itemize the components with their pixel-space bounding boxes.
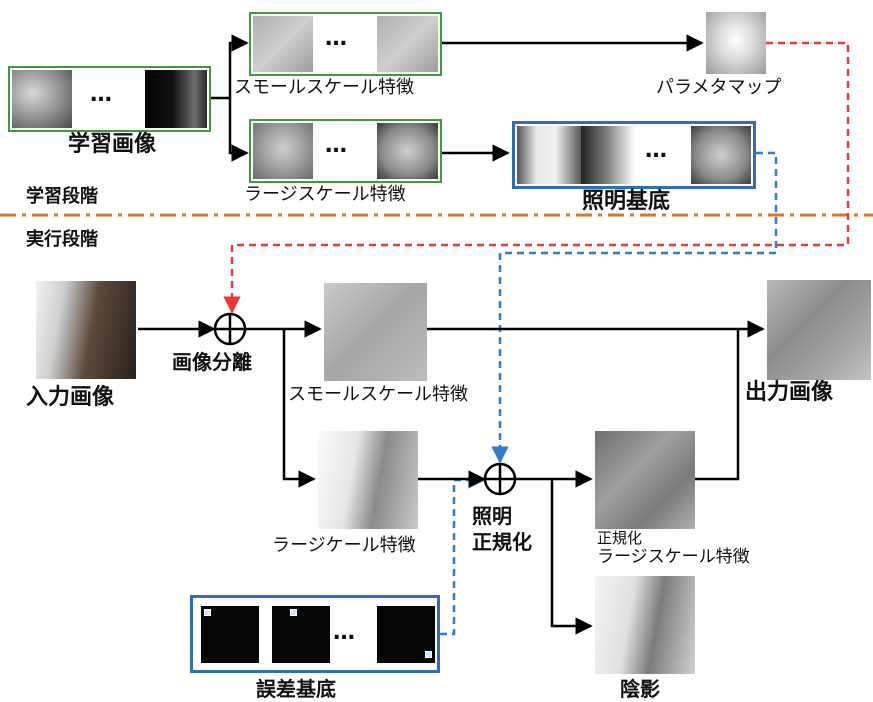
face-thumbnail <box>377 123 438 179</box>
output-image <box>767 280 871 380</box>
error-basis-label: 誤差基底 <box>256 677 336 701</box>
basis-thumbnail <box>517 126 581 184</box>
parameter-map-label: パラメタマップ <box>656 77 782 98</box>
basis-thumbnail <box>581 126 641 184</box>
training-images-label: 学習画像 <box>68 132 157 157</box>
normalized-to-output-link <box>695 329 740 481</box>
arrow-to-large-feature <box>282 329 316 488</box>
face-thumbnail <box>377 16 438 72</box>
input-image-label: 入力画像 <box>26 385 115 410</box>
large-scale-features-box: … <box>249 119 442 183</box>
ellipsis: … <box>90 82 114 107</box>
ellipsis: … <box>325 26 349 51</box>
face-thumbnail <box>145 70 207 128</box>
ellipsis: … <box>645 138 669 163</box>
parameter-map-link <box>223 41 850 314</box>
error-basis-link <box>440 471 486 636</box>
arrow-to-shadow <box>550 479 593 635</box>
small-scale-features-label: スモールスケール特徴 <box>234 77 414 98</box>
parameter-map-image <box>706 12 766 74</box>
illumination-basis-box: … <box>512 121 756 189</box>
normalized-large-scale-image <box>595 431 695 529</box>
basis-thumbnail <box>691 126 751 184</box>
illumination-normalization-label-1: 照明 <box>472 504 512 528</box>
execution-phase-label: 実行段階 <box>26 229 98 250</box>
shadow-image <box>595 576 695 674</box>
basis-thumbnail <box>272 606 330 663</box>
error-basis-box: … <box>190 595 440 673</box>
face-thumbnail <box>12 70 72 128</box>
normalized-label-1: 正規化 <box>597 529 643 547</box>
basis-thumbnail <box>201 606 259 663</box>
face-thumbnail <box>253 123 313 179</box>
face-thumbnail <box>253 16 313 72</box>
basis-thumbnail <box>377 606 435 663</box>
training-images-box: … <box>8 66 211 132</box>
small-scale-features-box: … <box>249 12 442 76</box>
large-scale-feature-label: ラージケール特徴 <box>272 535 416 556</box>
large-scale-features-label: ラージスケール特徴 <box>244 184 406 205</box>
image-separation-label: 画像分離 <box>172 350 252 374</box>
illumination-basis-label: 照明基底 <box>582 189 671 214</box>
small-scale-feature-image <box>324 283 427 381</box>
input-image <box>36 281 136 379</box>
ellipsis: … <box>325 133 349 158</box>
arrow-to-small-scale <box>211 34 249 100</box>
shadow-label: 陰影 <box>620 677 660 701</box>
ellipsis: … <box>333 620 357 645</box>
output-image-label: 出力画像 <box>745 380 834 405</box>
large-scale-feature-image <box>318 431 418 529</box>
training-phase-label: 学習段階 <box>26 186 98 207</box>
small-scale-feature-label: スモールスケール特徴 <box>288 384 468 405</box>
arrow-to-large-scale <box>228 98 249 162</box>
illumination-basis-link <box>491 151 778 464</box>
normalized-label-2: ラージスケール特徴 <box>597 547 750 567</box>
illumination-normalization-label-2: 正規化 <box>472 530 532 554</box>
